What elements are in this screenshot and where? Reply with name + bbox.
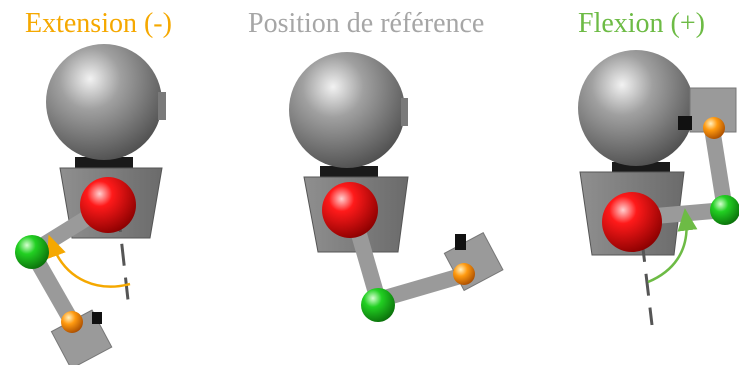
head-sphere	[578, 50, 694, 166]
wrist-cap	[455, 234, 466, 250]
shoulder-joint-icon	[80, 177, 136, 233]
ear-icon	[158, 92, 166, 120]
wrist-joint-icon	[453, 263, 475, 285]
rotation-arrow-icon	[52, 244, 130, 287]
extension-model	[15, 44, 166, 365]
wrist-joint-icon	[703, 117, 725, 139]
head-sphere	[289, 52, 405, 168]
head-sphere	[46, 44, 162, 160]
wrist-cap	[678, 116, 692, 130]
elbow-joint-icon	[361, 288, 395, 322]
reference-model	[289, 52, 503, 322]
flexion-model	[578, 50, 739, 325]
ear-icon	[401, 98, 408, 126]
wrist-joint-icon	[61, 311, 83, 333]
shoulder-joint-icon	[602, 192, 662, 252]
wrist-cap	[92, 312, 102, 324]
elbow-joint-icon	[15, 235, 49, 269]
shoulder-joint-icon	[322, 182, 378, 238]
elbow-joint-icon	[710, 195, 739, 225]
